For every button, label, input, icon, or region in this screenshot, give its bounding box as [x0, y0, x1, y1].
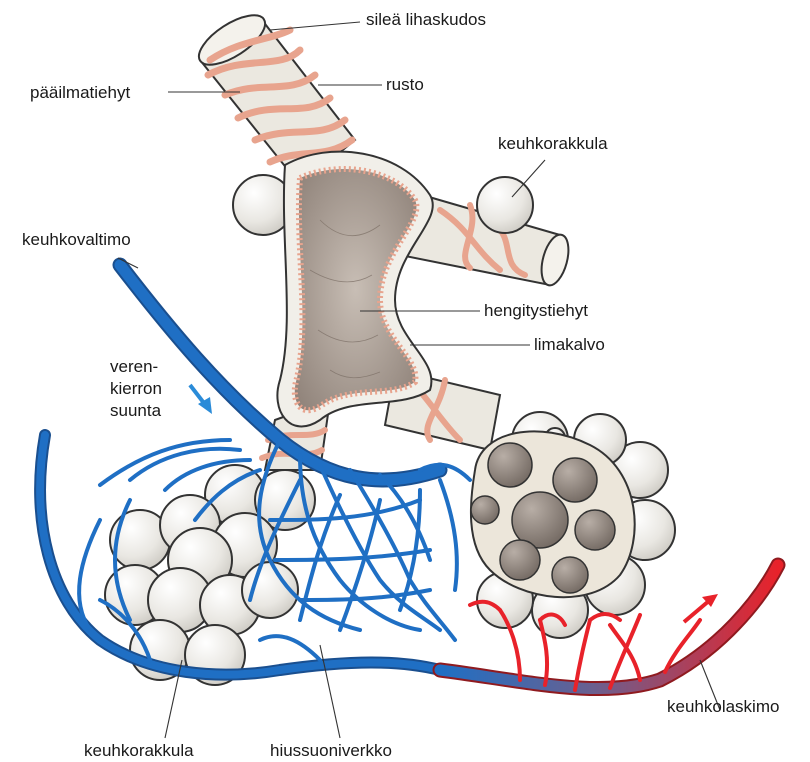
label-alveolus-bottom: keuhkorakkula — [84, 740, 194, 762]
right-alveolar-cluster — [471, 412, 675, 638]
label-main-bronchus: pääilmatiehyt — [30, 82, 130, 104]
label-smooth-muscle: sileä lihaskudos — [366, 9, 486, 31]
mucosa-lining — [295, 169, 417, 410]
label-pulmonary-artery: keuhkovaltimo — [22, 229, 131, 251]
label-alveolus-top: keuhkorakkula — [498, 133, 608, 155]
bronchiole-cross-section — [277, 152, 432, 427]
label-capillary-network: hiussuoniverkko — [270, 740, 392, 762]
label-bronchiole: hengitystiehyt — [484, 300, 588, 322]
arrow-blue-icon — [190, 385, 212, 414]
label-pulmonary-vein: keuhkolaskimo — [667, 696, 779, 718]
label-cartilage: rusto — [386, 74, 424, 96]
arrow-red-icon — [684, 594, 718, 622]
label-mucosa: limakalvo — [534, 334, 605, 356]
label-flow-direction: veren-kierron suunta — [110, 356, 190, 422]
alveolus-top — [477, 177, 533, 233]
left-alveolar-cluster — [105, 465, 315, 685]
